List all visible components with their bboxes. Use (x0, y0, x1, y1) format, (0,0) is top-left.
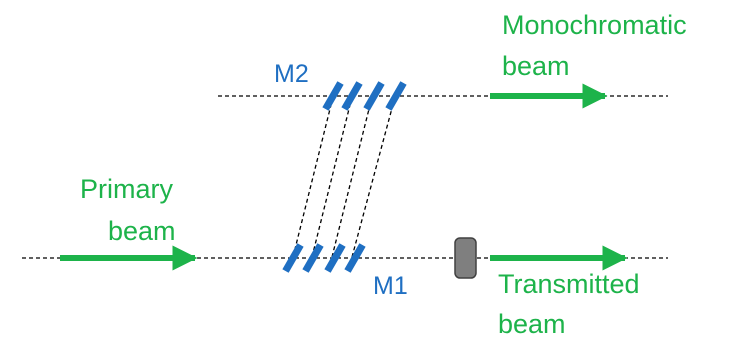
m1-label: M1 (373, 272, 408, 300)
mirror-set-m1 (282, 243, 366, 273)
mirror-m2-2 (341, 81, 363, 111)
monochromatic-beam-label-line2: beam (502, 51, 570, 81)
reflection-ray (292, 96, 334, 258)
mirror-m2-3 (363, 81, 385, 111)
mirror-m1-1 (282, 243, 304, 273)
mirror-m2-1 (322, 81, 344, 111)
mirror-set-m2 (322, 81, 407, 111)
reflection-ray (311, 96, 353, 258)
primary-beam-label-line1: Primary (80, 174, 173, 204)
monochromatic-beam-label-line1: Monochromatic (502, 10, 687, 40)
reflection-ray (331, 96, 373, 258)
reflection-rays (292, 96, 396, 258)
m2-label: M2 (274, 60, 309, 88)
mirror-m1-4 (344, 243, 366, 273)
primary-beam-label-line2: beam (108, 216, 176, 246)
transmitted-beam-label-line1: Transmitted (498, 269, 640, 299)
absorber-block (454, 237, 477, 279)
mirror-m1-3 (324, 243, 346, 273)
reflection-ray (351, 96, 396, 258)
mirror-m2-4 (385, 81, 407, 111)
mirror-m1-2 (302, 243, 324, 273)
transmitted-beam-label-line2: beam (498, 309, 566, 338)
